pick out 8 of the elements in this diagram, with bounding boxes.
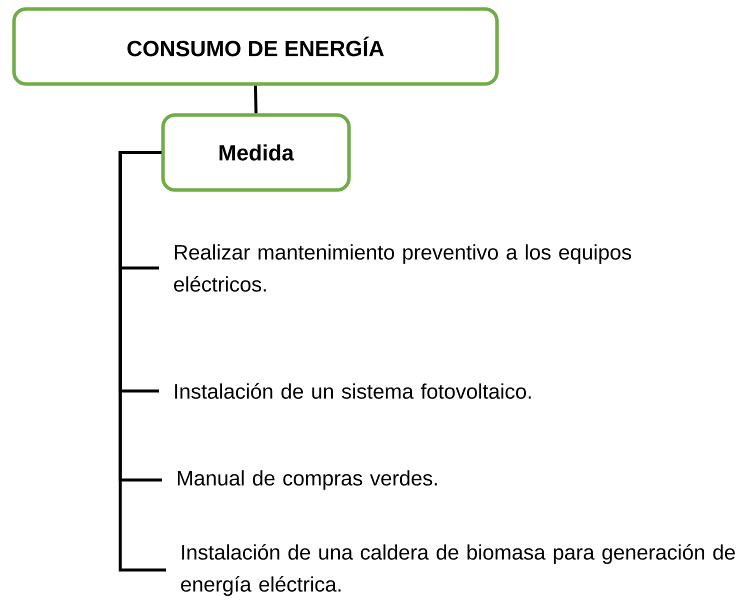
title-box: CONSUMO DE ENERGÍA (12, 7, 499, 86)
connector-line (254, 86, 258, 114)
measure-text: Realizar mantenimiento preventivo a los equipos eléctricos. (174, 244, 632, 292)
connector-line (118, 151, 166, 572)
category-box: Medida (161, 113, 351, 192)
measure-text: Instalación de un sistema fotovoltaico. (175, 383, 531, 399)
measure-text: Instalación de una caldera de biomasa para generación de energía eléctrica. (181, 544, 735, 596)
measure-text: Manual de compras verdes. (178, 470, 437, 490)
